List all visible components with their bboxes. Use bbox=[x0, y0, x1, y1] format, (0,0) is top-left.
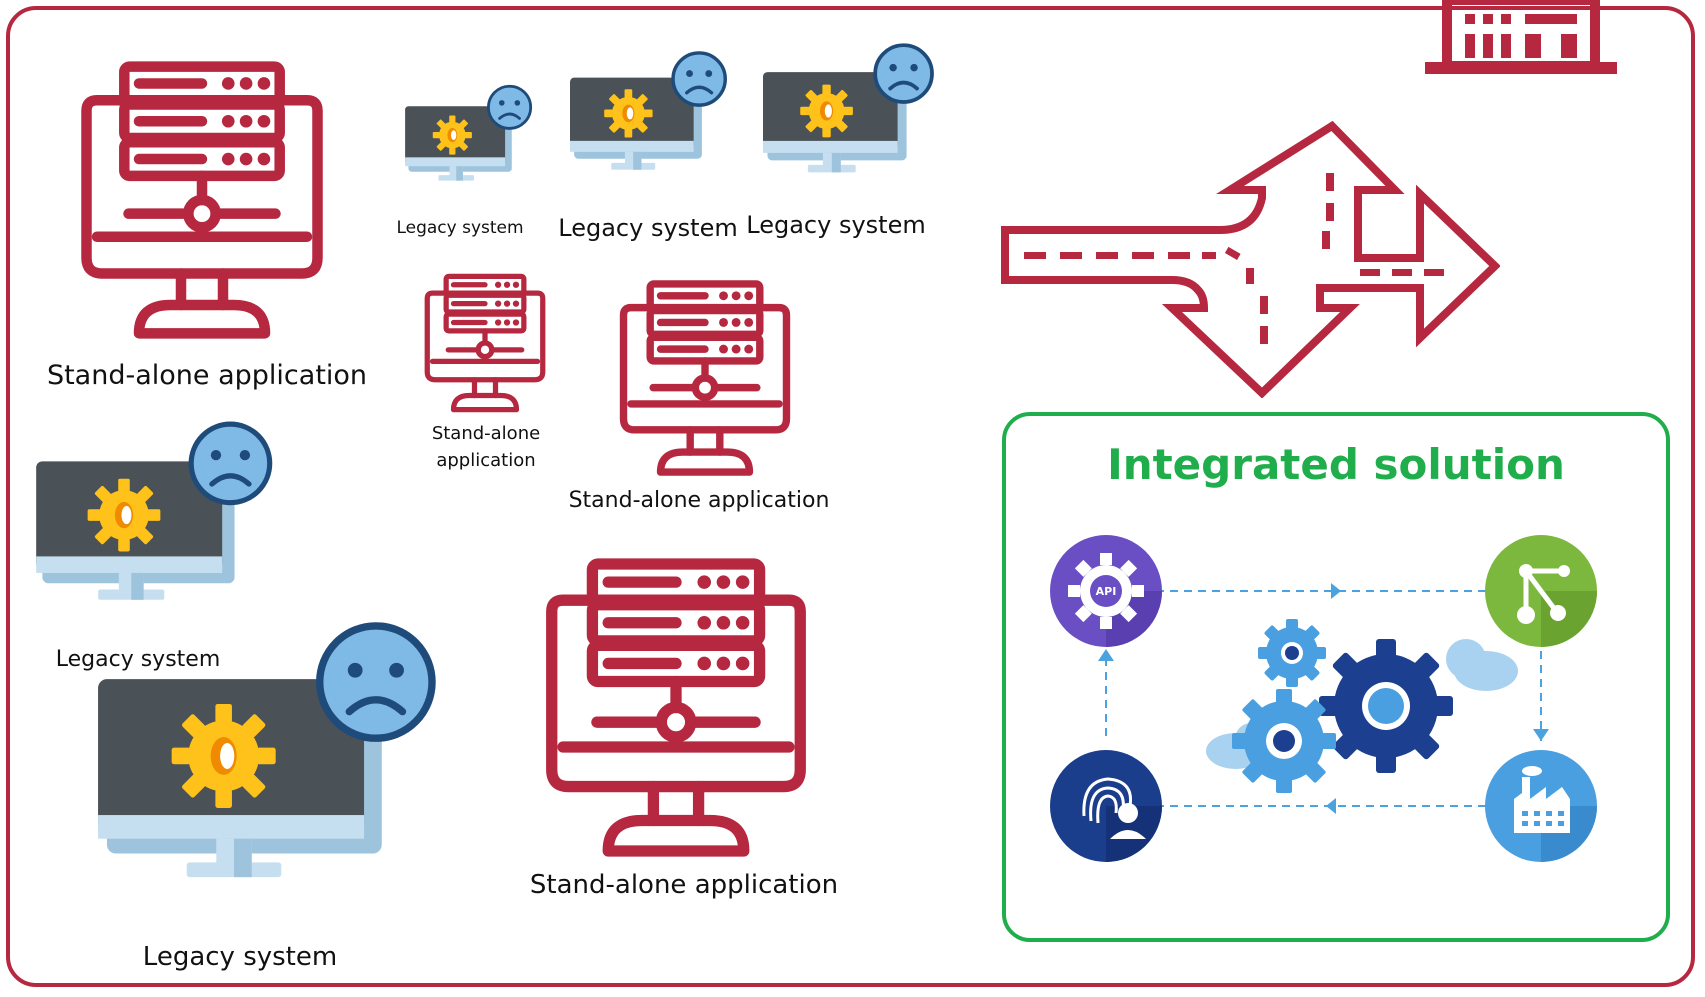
integrated-solution-panel: Integrated solution bbox=[1002, 412, 1670, 942]
fingerprint-user-icon bbox=[1050, 750, 1162, 862]
legacy-system-5-label: Legacy system bbox=[142, 942, 338, 972]
standalone-app-3-label: Stand-alone application bbox=[529, 870, 839, 900]
legacy-system-4-icon bbox=[36, 420, 274, 606]
standalone-app-1-label: Stand-alone application bbox=[46, 360, 368, 391]
legacy-system-1-icon bbox=[405, 84, 533, 184]
legacy-system-3-label: Legacy system bbox=[746, 211, 926, 239]
api-gear-icon: API bbox=[1050, 535, 1162, 647]
standalone-app-small-label: Stand-alone application bbox=[431, 423, 541, 471]
central-gears-icon bbox=[1206, 619, 1518, 793]
standalone-app-small-icon bbox=[422, 272, 548, 414]
legacy-system-4-label: Legacy system bbox=[55, 647, 221, 672]
svg-text:API: API bbox=[1096, 585, 1117, 598]
standalone-app-3-icon bbox=[540, 555, 812, 860]
legacy-system-1-label: Legacy system bbox=[396, 218, 524, 238]
integrated-solution-title: Integrated solution bbox=[1107, 440, 1565, 489]
factory-icon bbox=[1485, 750, 1597, 862]
building-icon bbox=[1425, 0, 1617, 74]
share-network-icon bbox=[1485, 535, 1597, 647]
legacy-system-2-label: Legacy system bbox=[558, 214, 738, 242]
integrated-diagram: API bbox=[1050, 535, 1597, 862]
standalone-app-2-icon bbox=[616, 278, 794, 478]
standalone-app-2-label: Stand-alone application bbox=[568, 488, 830, 513]
legacy-system-2-icon bbox=[570, 50, 728, 174]
branching-road-arrow-icon bbox=[1001, 120, 1500, 398]
legacy-system-5-icon bbox=[98, 620, 438, 886]
legacy-system-3-icon bbox=[763, 42, 935, 177]
standalone-app-1-icon bbox=[76, 58, 328, 342]
